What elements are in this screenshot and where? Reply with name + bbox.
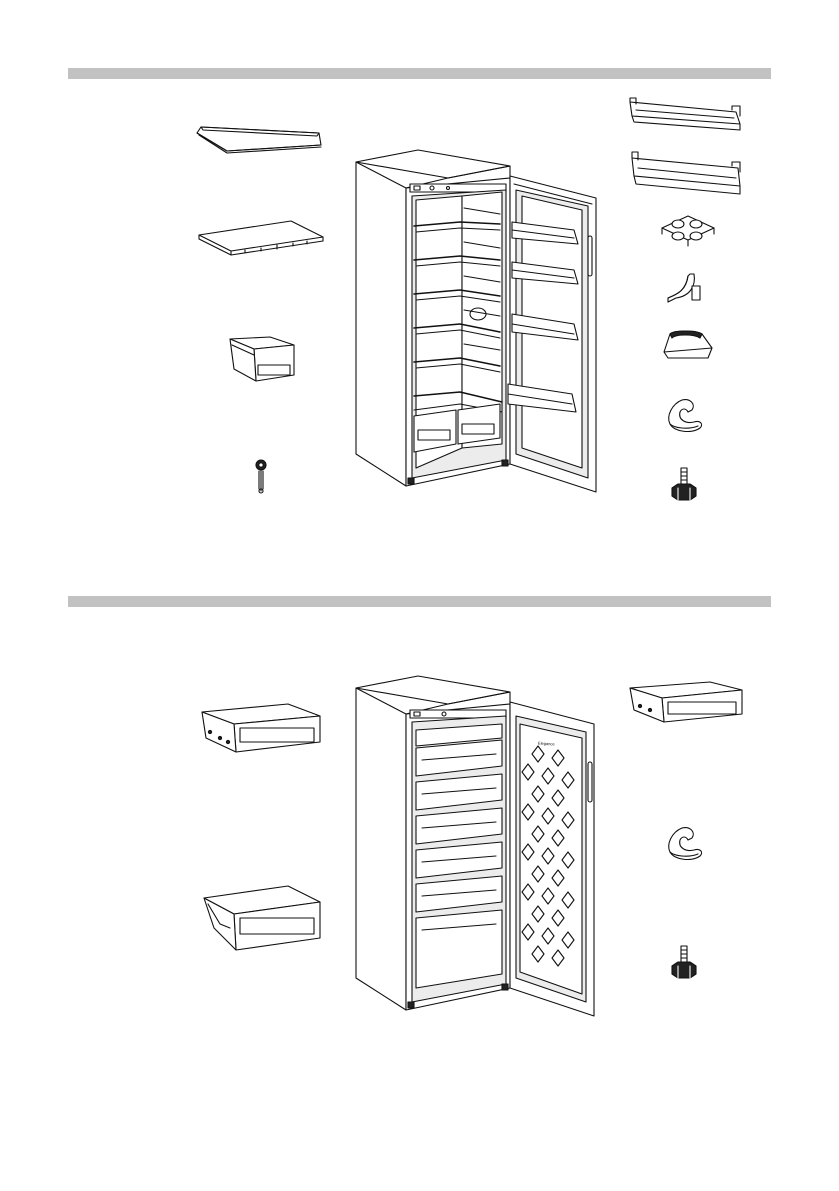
freezer-drawer-icon: [198, 702, 324, 754]
freezer-door-brand-label: Elegance: [538, 741, 555, 747]
upright-freezer-open-door-icon: [352, 674, 598, 1018]
glass-shelf-icon: [195, 217, 327, 255]
ice-cube-tray-icon: [660, 328, 716, 362]
section-band-freezer: [68, 596, 771, 607]
hinge-bushing-icon: [664, 398, 708, 434]
door-hinge-cover-icon: [664, 272, 704, 304]
section-band-fridge: [68, 68, 771, 79]
glass-shelf-icon: [195, 123, 327, 155]
hinge-bushing-icon: [664, 826, 708, 862]
upright-refrigerator-open-door-icon: [352, 148, 600, 494]
door-balcony-icon: [628, 152, 746, 196]
door-balcony-icon: [628, 98, 746, 132]
adjustable-foot-icon: [666, 944, 702, 980]
crisper-drawer-icon: [226, 335, 298, 383]
freezer-drawer-icon: [626, 680, 746, 724]
thermostat-knob-icon: [252, 457, 270, 495]
freezer-drawer-large-icon: [200, 884, 324, 952]
adjustable-foot-icon: [666, 466, 702, 502]
egg-tray-icon: [658, 214, 718, 248]
